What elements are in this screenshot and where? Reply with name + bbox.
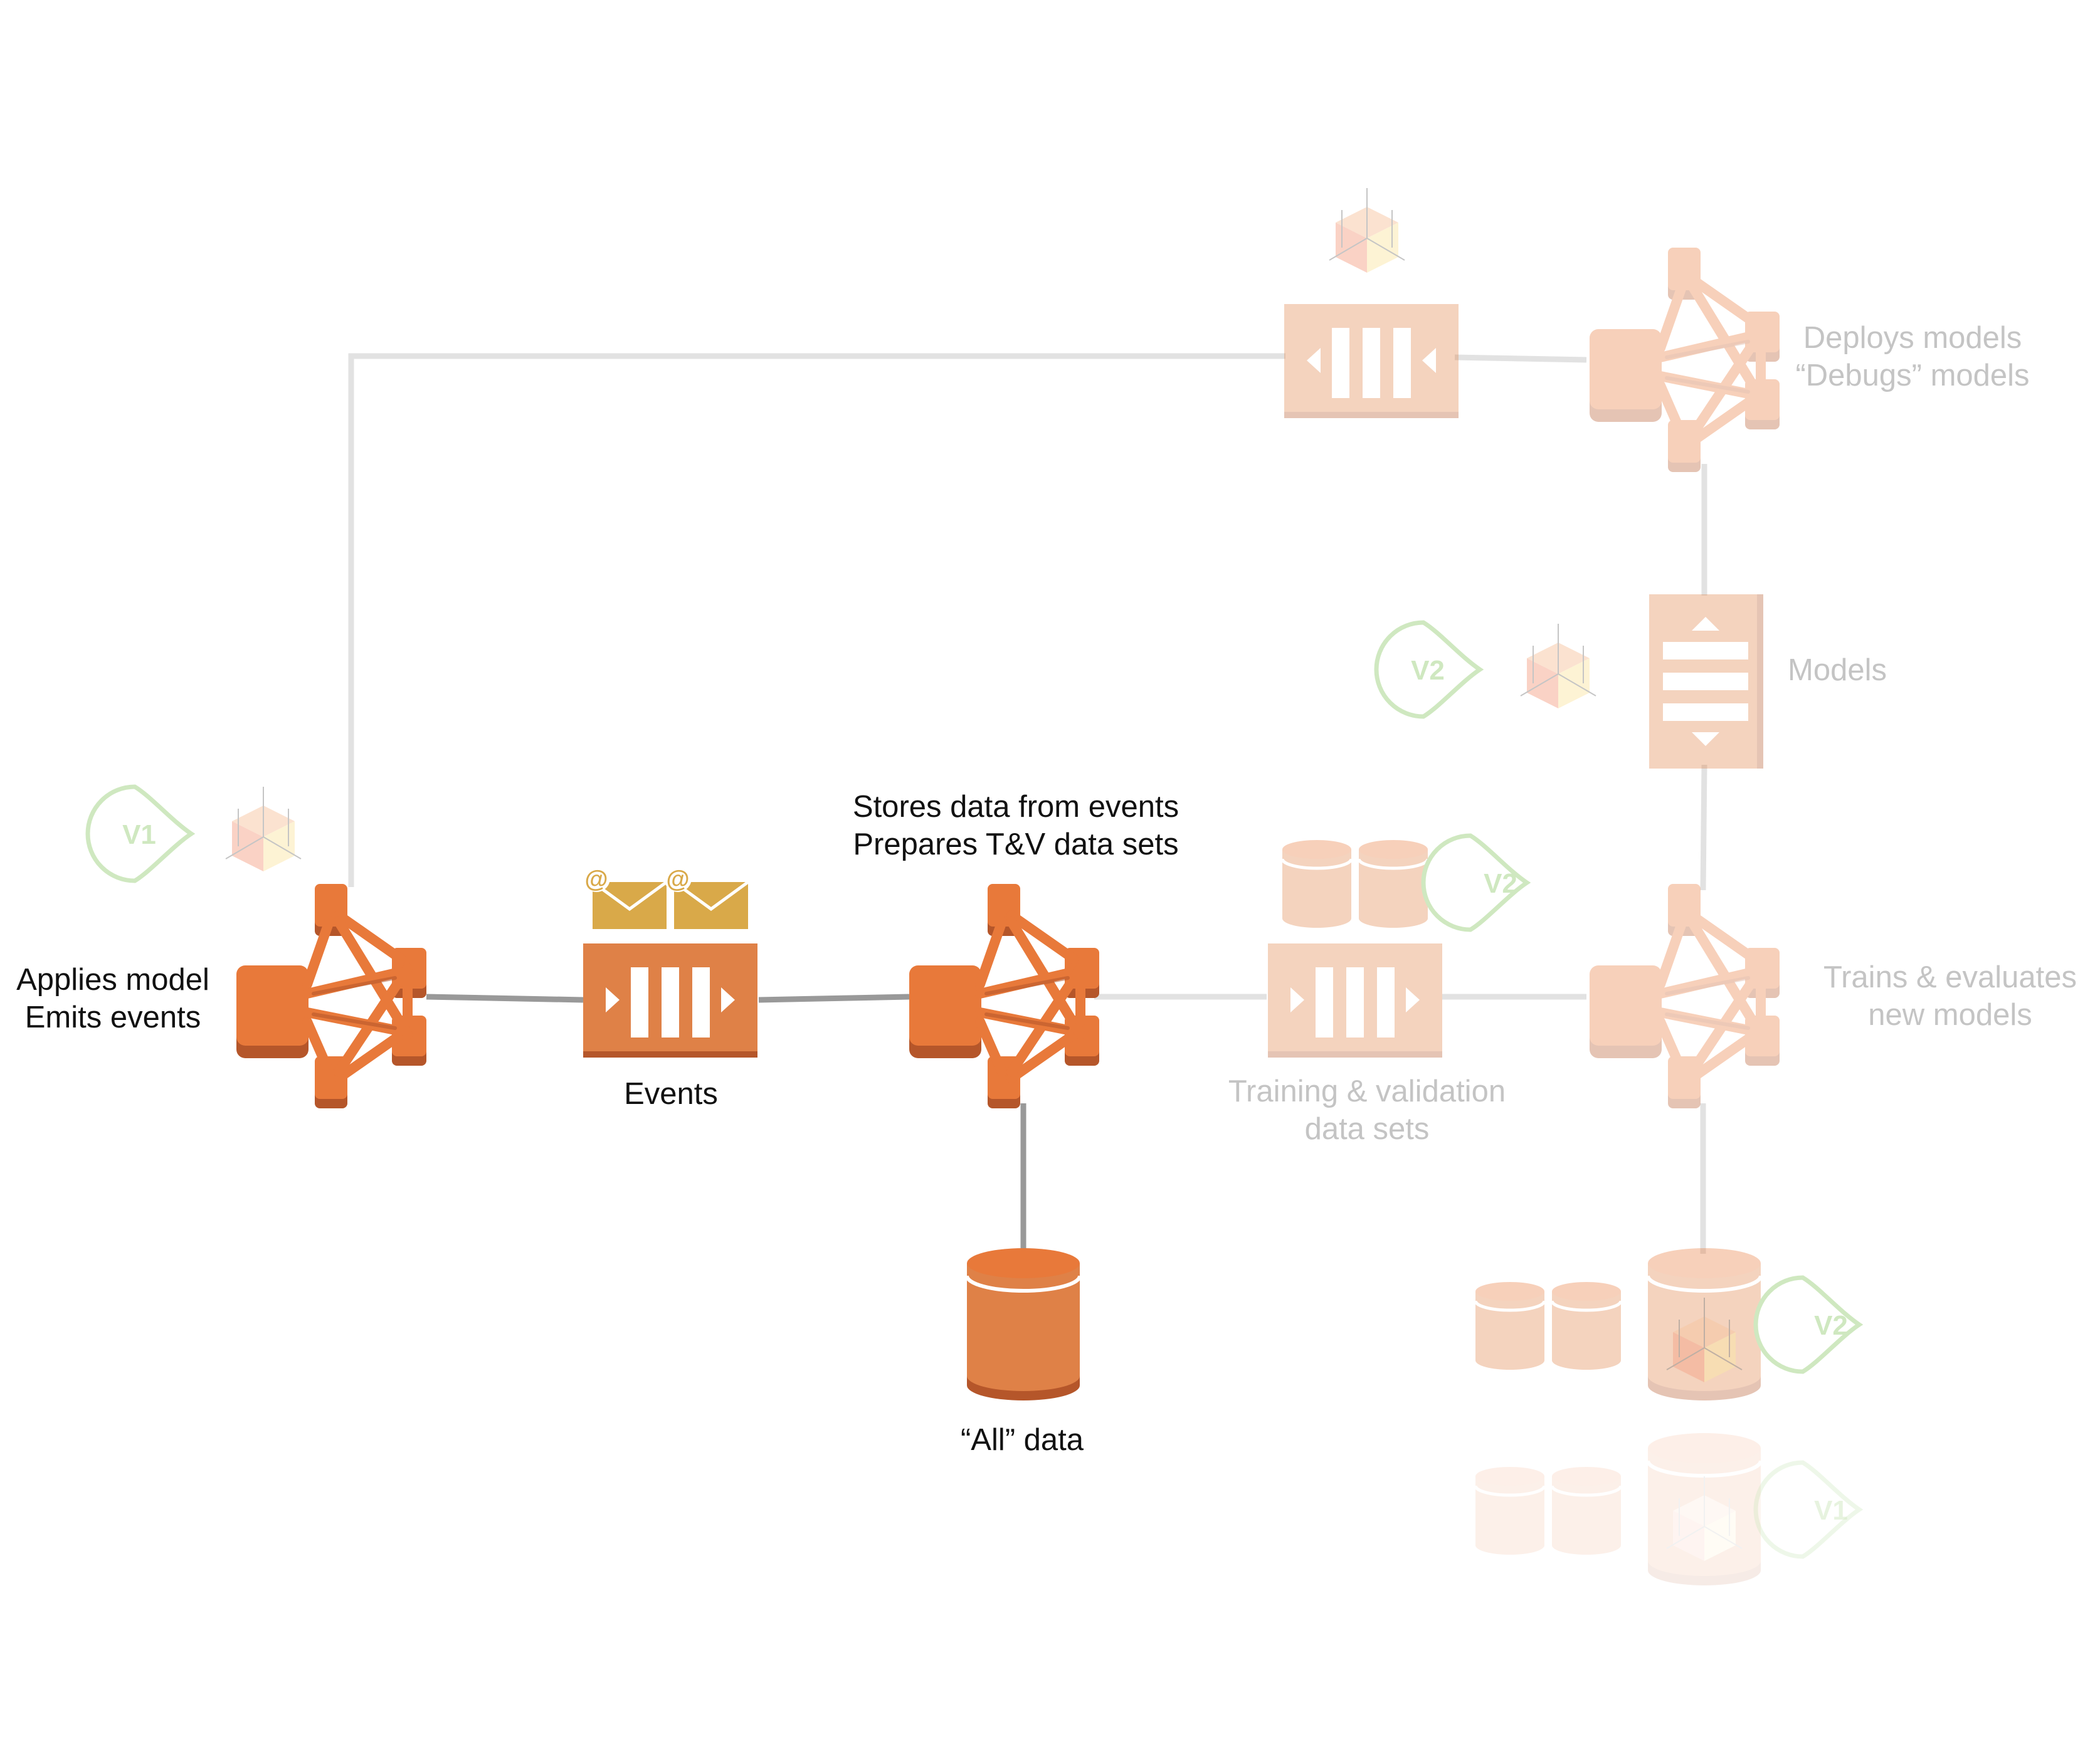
applies-model-line: Applies model xyxy=(16,963,209,997)
dataset-small-icon xyxy=(1475,1282,1544,1370)
events-queue-icon xyxy=(583,943,757,1058)
version-tag-v2-models: V2 xyxy=(1411,655,1445,686)
model-cube-icon xyxy=(1329,187,1405,273)
reflection xyxy=(1475,1433,1761,1585)
data-sets-line: data sets xyxy=(1304,1111,1430,1146)
deploys-models-label: Deploys models “Debugs” models xyxy=(1775,320,2050,395)
deploy-queue-icon xyxy=(1284,304,1459,418)
version-tag-v1-reflection: V1 xyxy=(1814,1495,1848,1526)
all-data-label: “All” data xyxy=(915,1422,1129,1459)
stores-data-hub-icon xyxy=(909,884,1099,1108)
trains-evaluates-line: Trains & evaluates xyxy=(1823,960,2077,994)
stores-data-line: Stores data from events xyxy=(852,790,1179,824)
version-tag-v2-training: V2 xyxy=(1484,868,1517,899)
emits-events-line: Emits events xyxy=(24,1000,201,1034)
email-icon xyxy=(664,864,748,929)
training-dataset-icon xyxy=(1282,840,1351,928)
debugs-models-line: “Debugs” models xyxy=(1795,358,2030,392)
all-data-label-text: “All” data xyxy=(960,1423,1084,1457)
trains-hub-icon xyxy=(1590,884,1780,1108)
version-tag-icon xyxy=(0,784,191,885)
version-tag-v2-storage: V2 xyxy=(1814,1310,1848,1341)
connector-line xyxy=(348,353,1285,887)
deploy-hub-icon xyxy=(1590,248,1780,472)
connector-line xyxy=(1454,354,1587,363)
trains-evaluates-label: Trains & evaluates new models xyxy=(1806,959,2094,1034)
stores-data-label: Stores data from events Prepares T&V dat… xyxy=(821,789,1210,864)
version-tag-icon xyxy=(1285,620,1480,720)
dataset-small-icon xyxy=(1552,1282,1621,1370)
deploys-models-line: Deploys models xyxy=(1803,321,2022,355)
models-label: Models xyxy=(1743,652,1931,690)
active-pipeline xyxy=(236,864,1099,1400)
training-validation-label: Training & validation data sets xyxy=(1185,1073,1549,1148)
events-label-text: Events xyxy=(624,1077,718,1111)
dataset-small-icon xyxy=(1475,1467,1544,1555)
model-cube-icon xyxy=(1520,623,1596,709)
validation-dataset-icon xyxy=(1359,840,1428,928)
models-label-text: Models xyxy=(1788,653,1887,687)
prepares-tv-line: Prepares T&V data sets xyxy=(853,827,1179,861)
connector-line xyxy=(758,994,910,1003)
version-tags xyxy=(0,620,1859,1560)
connector-line xyxy=(1700,764,1707,891)
connector-line xyxy=(426,994,584,1003)
training-queue-icon xyxy=(1268,943,1442,1058)
new-models-line: new models xyxy=(1868,997,2032,1032)
training-validation-line: Training & validation xyxy=(1228,1074,1506,1108)
dataset-small-icon xyxy=(1552,1467,1621,1555)
model-cube-icon xyxy=(225,786,302,872)
applies-model-label: Applies model Emits events xyxy=(6,962,219,1037)
connections xyxy=(348,353,1707,1260)
all-data-db-icon xyxy=(967,1248,1080,1400)
apply-model-hub-icon xyxy=(236,884,426,1108)
events-label: Events xyxy=(564,1076,778,1113)
version-tag-v1: V1 xyxy=(122,819,156,850)
email-icon xyxy=(583,864,667,929)
faded-cubes xyxy=(225,187,1743,1383)
